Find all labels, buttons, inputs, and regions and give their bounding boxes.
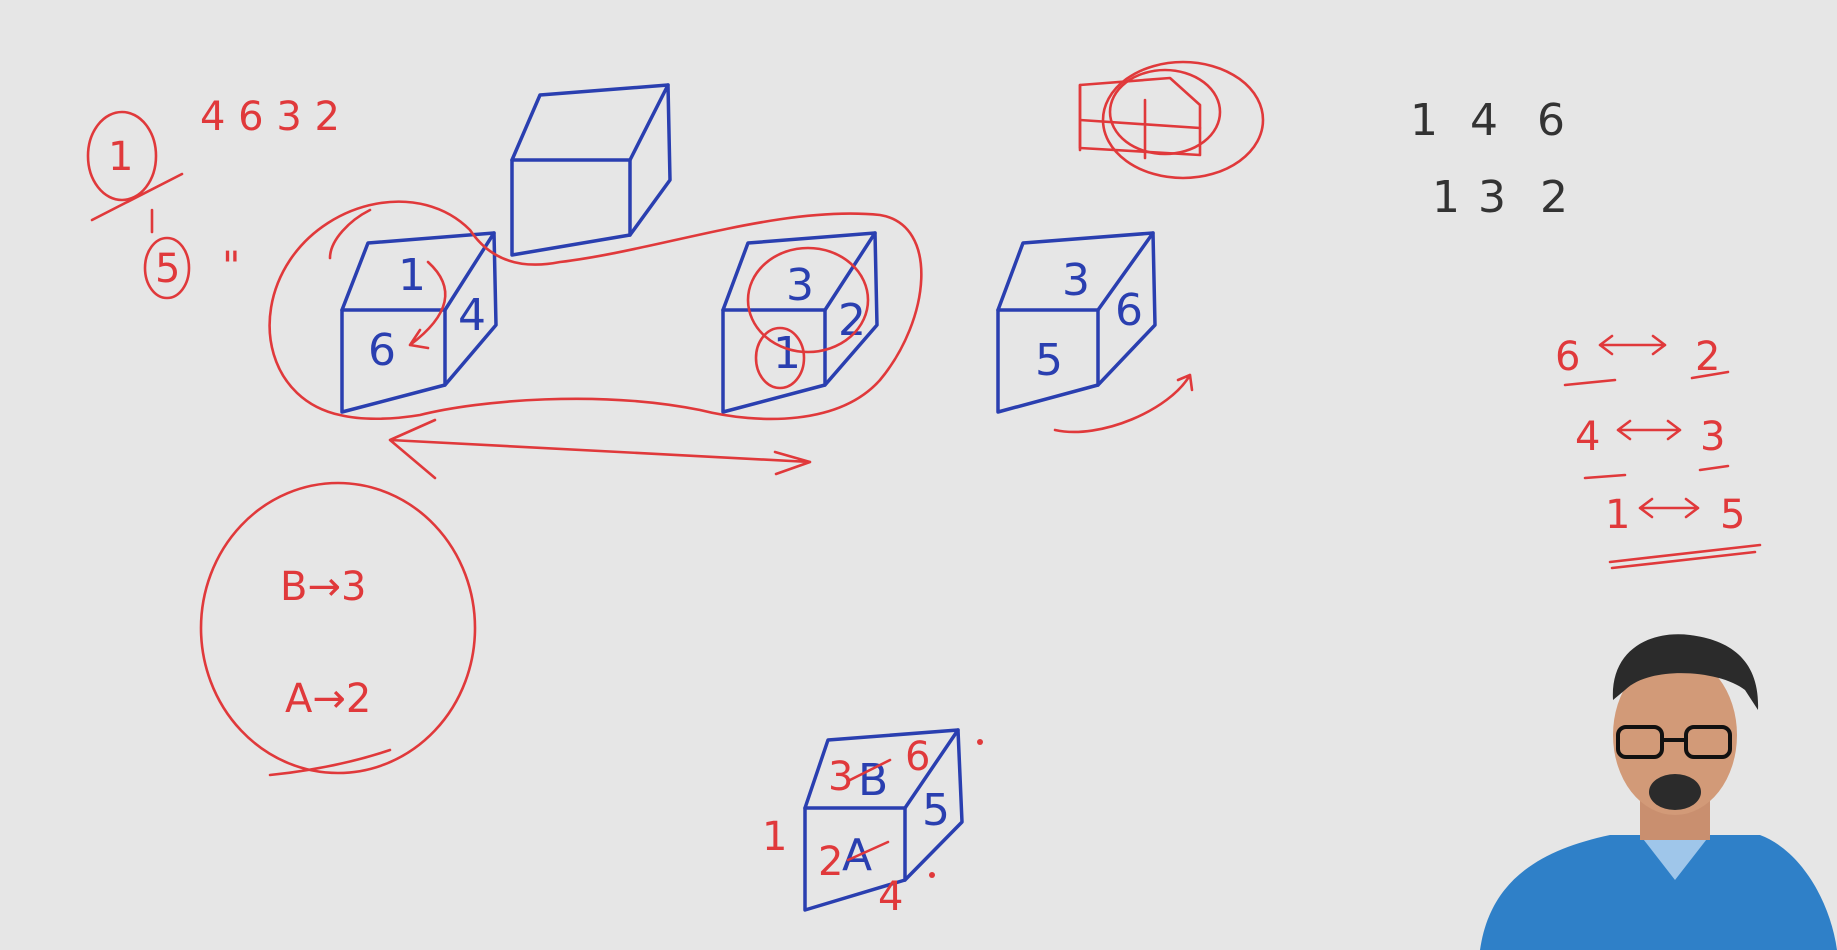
double-arrow <box>388 418 812 480</box>
cube-2: 3 1 2 <box>721 231 879 414</box>
row2-c: 2 <box>1540 172 1568 223</box>
pair-3-left: 1 <box>1605 492 1630 538</box>
cube-3-top: 3 <box>1062 255 1090 306</box>
bottom-right: 5 <box>922 785 950 836</box>
cube-3-front: 5 <box>1035 335 1063 386</box>
row1-c: 6 <box>1537 95 1565 146</box>
cube-1: 1 6 4 <box>340 231 498 414</box>
mapping-line-2: A→2 <box>285 676 371 722</box>
presenter-video <box>1480 634 1837 950</box>
top-left-notes: 1 4 6 3 2 5 " <box>86 94 340 300</box>
mapping-circle <box>199 481 477 775</box>
mapping-note: B→3 A→2 <box>199 481 477 777</box>
small-cube-sketch <box>1078 60 1265 180</box>
pair-3-right: 5 <box>1720 492 1745 538</box>
cube-1-top: 1 <box>398 250 426 301</box>
cube-2-top: 3 <box>786 260 814 311</box>
cube-3: 3 5 6 <box>996 231 1194 434</box>
cube-1-front: 6 <box>368 325 396 376</box>
bottom-front-red: 2 <box>818 839 843 885</box>
bottom-left-label: 1 <box>762 814 787 860</box>
strike-mark <box>90 172 184 222</box>
pair-2-left: 4 <box>1575 414 1600 460</box>
pair-2-right: 3 <box>1700 414 1725 460</box>
pair-1-right: 2 <box>1695 334 1720 380</box>
row1-a: 1 <box>1410 95 1438 146</box>
cube-2-right: 2 <box>838 295 866 346</box>
bottom-top-right-red: 6 <box>905 734 930 780</box>
row2-b: 3 <box>1478 172 1506 223</box>
cube-1-right: 4 <box>458 290 486 341</box>
ditto-mark: " <box>222 244 240 290</box>
circled-five-label: 5 <box>155 246 180 292</box>
bottom-cube: 3 B 6 5 2 A 1 4 <box>762 728 983 920</box>
empty-cube <box>510 83 672 257</box>
sequence-label: 4 6 3 2 <box>200 94 340 140</box>
row1-b: 4 <box>1470 95 1498 146</box>
pair-1-left: 6 <box>1555 334 1580 380</box>
bottom-below-label: 4 <box>878 874 903 920</box>
number-grid: 1 4 6 1 3 2 <box>1410 95 1568 223</box>
cube-3-right: 6 <box>1115 285 1143 336</box>
bottom-top-red: 3 <box>828 754 853 800</box>
group-loop <box>268 200 923 421</box>
opposite-pairs: 6 2 4 3 1 5 <box>1555 334 1762 570</box>
row2-a: 1 <box>1432 172 1460 223</box>
mapping-line-1: B→3 <box>280 564 366 610</box>
circle-five-mark <box>143 236 191 300</box>
circled-one-label: 1 <box>108 134 133 180</box>
circle-one-mark <box>86 110 158 202</box>
